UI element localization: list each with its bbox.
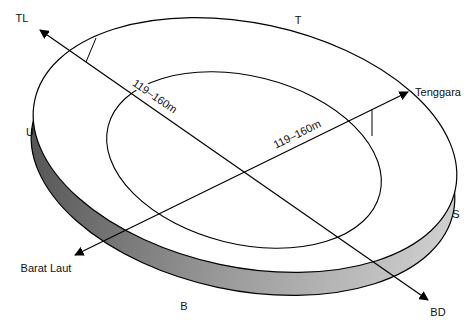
dimension-tick	[86, 38, 96, 62]
direction-label: Tenggara	[415, 86, 461, 98]
direction-label: U	[26, 126, 34, 138]
inner-ellipse	[88, 45, 400, 276]
direction-label: TL	[16, 12, 29, 24]
direction-label: B	[180, 300, 187, 312]
direction-label: T	[295, 14, 302, 26]
direction-label: S	[452, 208, 459, 220]
dimension-tick	[372, 109, 373, 136]
disk-top	[9, 0, 472, 309]
direction-label: Barat Laut	[21, 262, 72, 274]
axis-line	[40, 30, 428, 300]
axis-line	[75, 92, 408, 255]
direction-label: BD	[430, 306, 445, 318]
